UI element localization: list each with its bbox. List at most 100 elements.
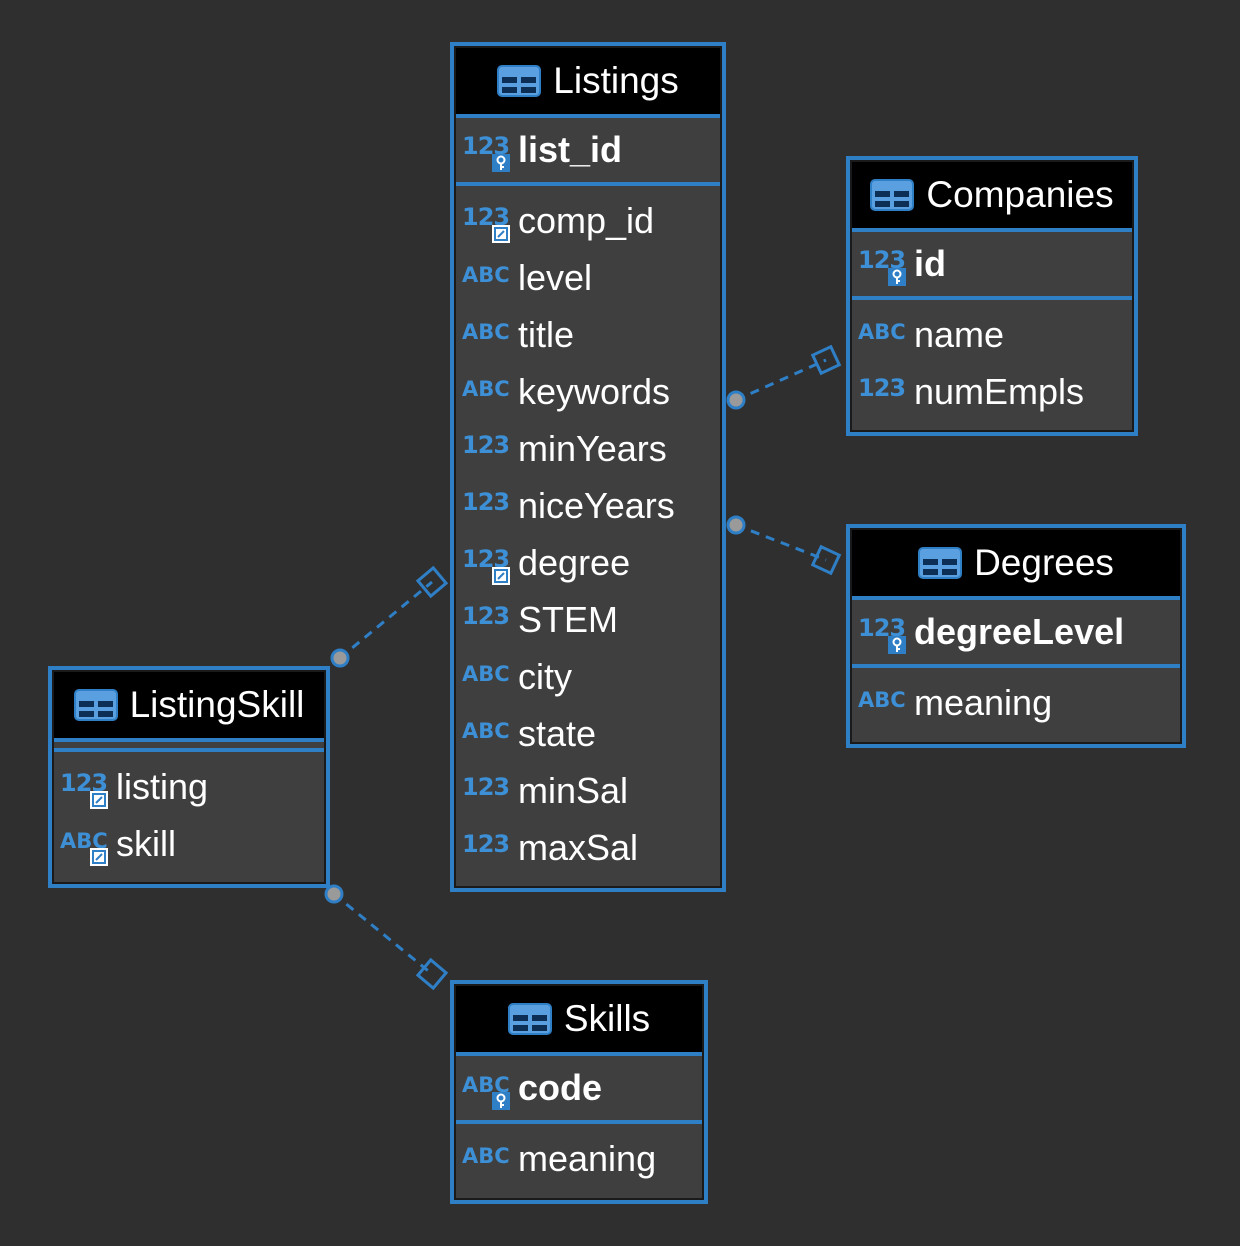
type-label: 123 [462, 601, 510, 630]
foreign-key-icon [90, 847, 108, 866]
entity-header[interactable]: Companies [852, 162, 1132, 228]
text-type-icon: ABC [462, 313, 514, 357]
column-name: listing [116, 765, 209, 807]
key-icon [888, 636, 906, 654]
text-type-icon: ABC [462, 712, 514, 756]
numeric-type-icon: 123 [858, 242, 910, 286]
entity-title: Companies [926, 174, 1114, 215]
type-label: 123 [462, 829, 510, 858]
entity-header[interactable]: Listings [456, 48, 720, 114]
type-label: 123 [858, 373, 906, 402]
type-label: ABC [858, 319, 906, 344]
relationship-circle-end [330, 648, 350, 668]
type-label: 123 [462, 772, 510, 801]
foreign-key-icon [492, 224, 510, 243]
numeric-type-icon: 123 [858, 610, 910, 654]
column-name: maxSal [518, 826, 639, 868]
entity-header[interactable]: ListingSkill [54, 672, 324, 738]
relationship-diamond-end [415, 565, 449, 599]
text-type-icon: ABC [858, 313, 910, 357]
table-icon [497, 65, 542, 97]
numeric-type-icon: 123 [462, 199, 514, 243]
entity-title: Skills [563, 998, 651, 1039]
column-name: meaning [518, 1137, 657, 1179]
numeric-type-icon: 123 [858, 370, 910, 414]
column-name: minSal [518, 769, 629, 811]
numeric-type-icon: 123 [60, 765, 112, 809]
relationship-listingskill-listings[interactable] [330, 565, 449, 668]
column-name: title [518, 313, 575, 355]
entity-title: Degrees [974, 542, 1114, 583]
text-type-icon: ABC [462, 1137, 514, 1181]
column-name: degreeLevel [914, 611, 1125, 652]
table-icon [507, 1003, 552, 1035]
foreign-key-icon [492, 566, 510, 585]
relationship-line [735, 358, 827, 402]
column-row[interactable]: ABC level [456, 249, 720, 306]
relationship-line [735, 523, 827, 562]
table-icon [73, 689, 118, 721]
relationship-circle-end [726, 390, 746, 410]
column-name: comp_id [518, 199, 655, 241]
column-name: id [914, 243, 946, 284]
relationship-listings-companies[interactable] [726, 344, 842, 410]
type-label: ABC [858, 687, 906, 712]
primary-key-section [54, 738, 324, 752]
type-label: ABC [462, 661, 510, 686]
relationship-listingskill-skills[interactable] [324, 884, 449, 991]
type-label: 123 [462, 487, 510, 516]
type-label: ABC [462, 262, 510, 287]
column-row[interactable]: 123 maxSal [456, 819, 720, 876]
column-name: state [518, 712, 597, 754]
column-name: city [518, 655, 572, 697]
text-type-icon: ABC [462, 655, 514, 699]
numeric-type-icon: 123 [462, 128, 514, 172]
column-name: STEM [518, 598, 619, 640]
column-name: niceYears [518, 484, 675, 526]
key-icon [888, 268, 906, 286]
entity-title: Listings [553, 60, 679, 101]
numeric-type-icon: 123 [462, 484, 514, 528]
relationship-listings-degrees[interactable] [726, 515, 842, 576]
entity-title: ListingSkill [129, 684, 305, 725]
numeric-type-icon: 123 [462, 826, 514, 870]
column-row[interactable]: 123 niceYears [456, 477, 720, 534]
column-row[interactable]: 123 STEM [456, 591, 720, 648]
relationship-line [333, 892, 433, 976]
key-icon [492, 1092, 510, 1110]
key-icon [492, 154, 510, 172]
column-name: degree [518, 541, 631, 583]
column-name: minYears [518, 427, 667, 469]
relationship-diamond-end [810, 544, 842, 576]
entity-header[interactable]: Degrees [852, 530, 1180, 596]
column-row[interactable]: ABC city [456, 648, 720, 705]
entity-header[interactable]: Skills [456, 986, 702, 1052]
column-name: level [518, 256, 593, 298]
text-type-icon: ABC [60, 822, 112, 866]
column-row[interactable]: 123 minSal [456, 762, 720, 819]
